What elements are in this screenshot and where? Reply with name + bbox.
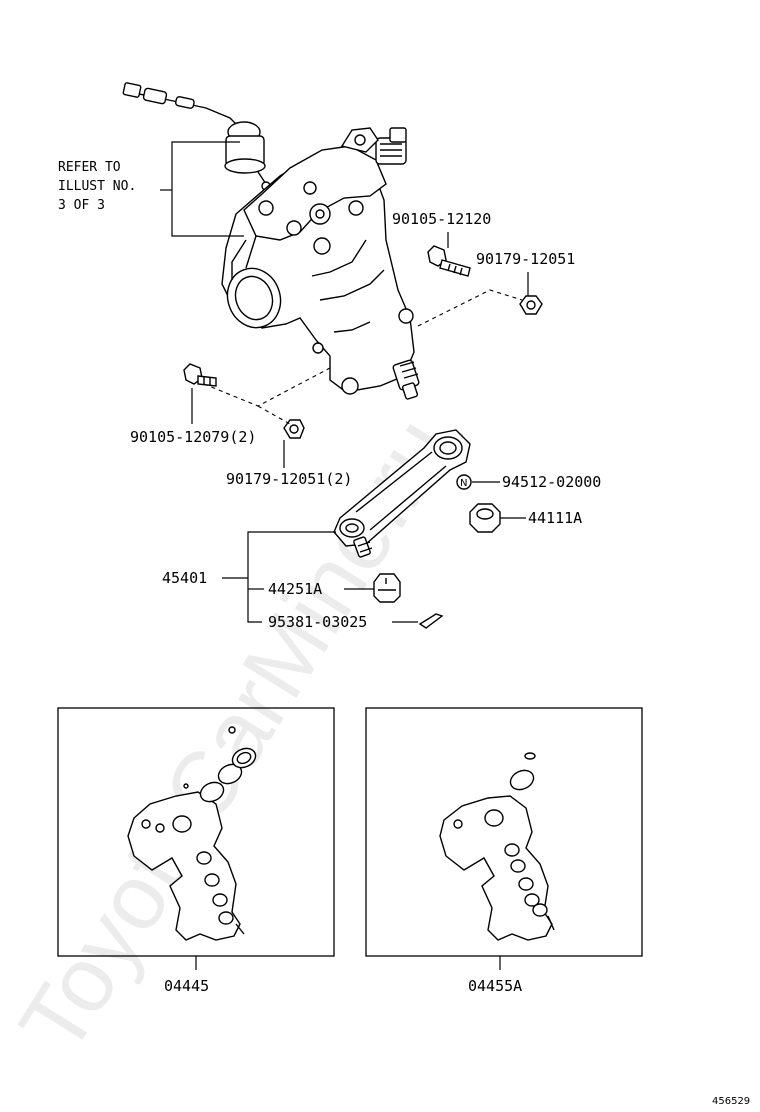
gasket-kit-right — [439, 752, 555, 941]
figure-id: 456529 — [712, 1096, 750, 1107]
kit-box-right — [365, 707, 643, 957]
label-45401: 45401 — [162, 569, 207, 587]
nut-lower — [283, 419, 305, 439]
washer-symbol: N — [460, 478, 467, 489]
label-bolt-upper: 90105-12120 — [392, 210, 491, 228]
label-bolt-lower: 90105-12079(2) — [130, 428, 256, 446]
pitman-arm — [333, 429, 471, 558]
nut-upper — [519, 295, 543, 315]
nut-arm — [469, 503, 501, 533]
refer-note-line1: REFER TO — [58, 160, 121, 175]
bolt-upper — [427, 245, 471, 277]
bracket-45401 — [247, 531, 336, 623]
label-nut-lower: 90179-12051(2) — [226, 470, 352, 488]
label-kit-right: 04455A — [468, 977, 522, 995]
washer: N — [456, 474, 472, 490]
label-nut-arm: 44111A — [528, 509, 582, 527]
gasket-kit-left — [127, 726, 257, 941]
refer-note-line3: 3 OF 3 — [58, 198, 105, 213]
label-cotter-pin: 95381-03025 — [268, 613, 367, 631]
dashed-link-upper — [417, 289, 523, 327]
label-nut-upper: 90179-12051 — [476, 250, 575, 268]
castle-nut — [373, 573, 401, 603]
steering-gear-housing — [122, 82, 420, 400]
refer-note-line2: ILLUST NO. — [58, 179, 136, 194]
cotter-pin — [418, 613, 444, 629]
label-44251a: 44251A — [268, 580, 322, 598]
label-kit-left: 04445 — [164, 977, 209, 995]
label-washer: 94512-02000 — [502, 473, 601, 491]
connector-plug — [122, 82, 142, 98]
refer-bracket — [171, 141, 244, 237]
dashed-link-lower — [203, 367, 331, 425]
bolt-lower — [183, 363, 217, 387]
